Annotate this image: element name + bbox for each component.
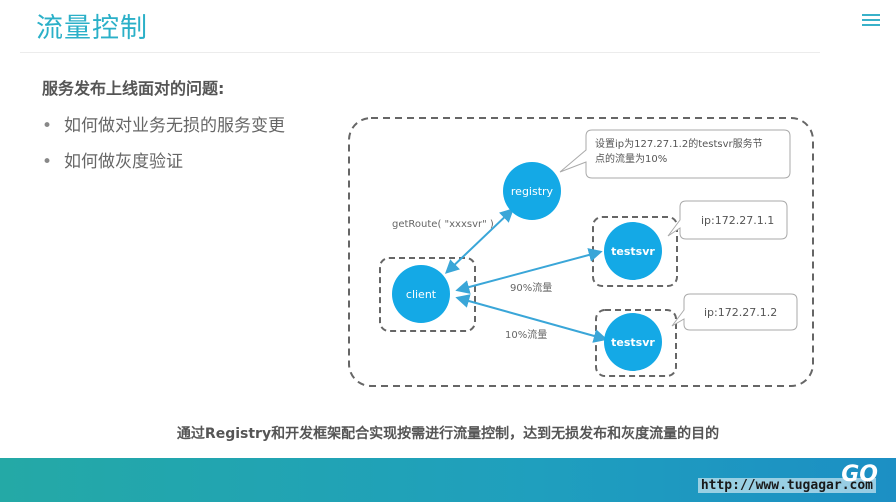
bullet-text: 如何做灰度验证 [64, 152, 183, 172]
registry-node [503, 162, 561, 220]
client-label: client [406, 288, 437, 301]
testsvr2-ip-callout [671, 293, 798, 331]
client-node [392, 265, 450, 323]
footer-bar: GO http://www.tugagar.com [0, 458, 896, 502]
traffic-90-label: 90%流量 [510, 281, 552, 294]
getroute-label: getRoute( "xxxsvr" ) [392, 219, 494, 230]
slide-caption: 通过Registry和开发框架配合实现按需进行流量控制，达到无损发布和灰度流量的… [176, 426, 720, 442]
bullet-item: • 如何做对业务无损的服务变更 [42, 111, 285, 136]
menu-icon[interactable] [862, 14, 880, 28]
registry-label: registry [511, 185, 554, 198]
problem-heading: 服务发布上线面对的问题: [42, 79, 225, 98]
testsvr1-ip-callout [667, 200, 788, 240]
registry-note-line1: 设置ip为127.27.1.2的testsvr服务节 [595, 137, 763, 150]
traffic-10-label: 10%流量 [505, 328, 547, 341]
watermark-url: http://www.tugagar.com [697, 478, 876, 493]
testsvr2-box [595, 309, 677, 377]
arrow-client-testsvr1 [455, 248, 603, 294]
testsvr1-label: testsvr [611, 245, 655, 258]
bullet-dot-icon: • [42, 152, 53, 172]
bullet-item: • 如何做灰度验证 [42, 147, 183, 172]
testsvr2-node [604, 313, 662, 371]
slide-title: 流量控制 [36, 13, 148, 44]
registry-note-line2: 点的流量为10% [595, 152, 667, 165]
bullet-text: 如何做对业务无损的服务变更 [64, 116, 285, 136]
testsvr2-label: testsvr [611, 336, 655, 349]
testsvr1-ip: ip:172.27.1.1 [701, 214, 774, 227]
testsvr1-node [604, 222, 662, 280]
arrow-client-testsvr2 [455, 294, 608, 343]
bullet-dot-icon: • [42, 116, 53, 136]
registry-note-callout [559, 129, 791, 179]
testsvr2-ip: ip:172.27.1.2 [704, 306, 777, 319]
system-boundary [348, 117, 814, 387]
title-divider [20, 52, 820, 53]
